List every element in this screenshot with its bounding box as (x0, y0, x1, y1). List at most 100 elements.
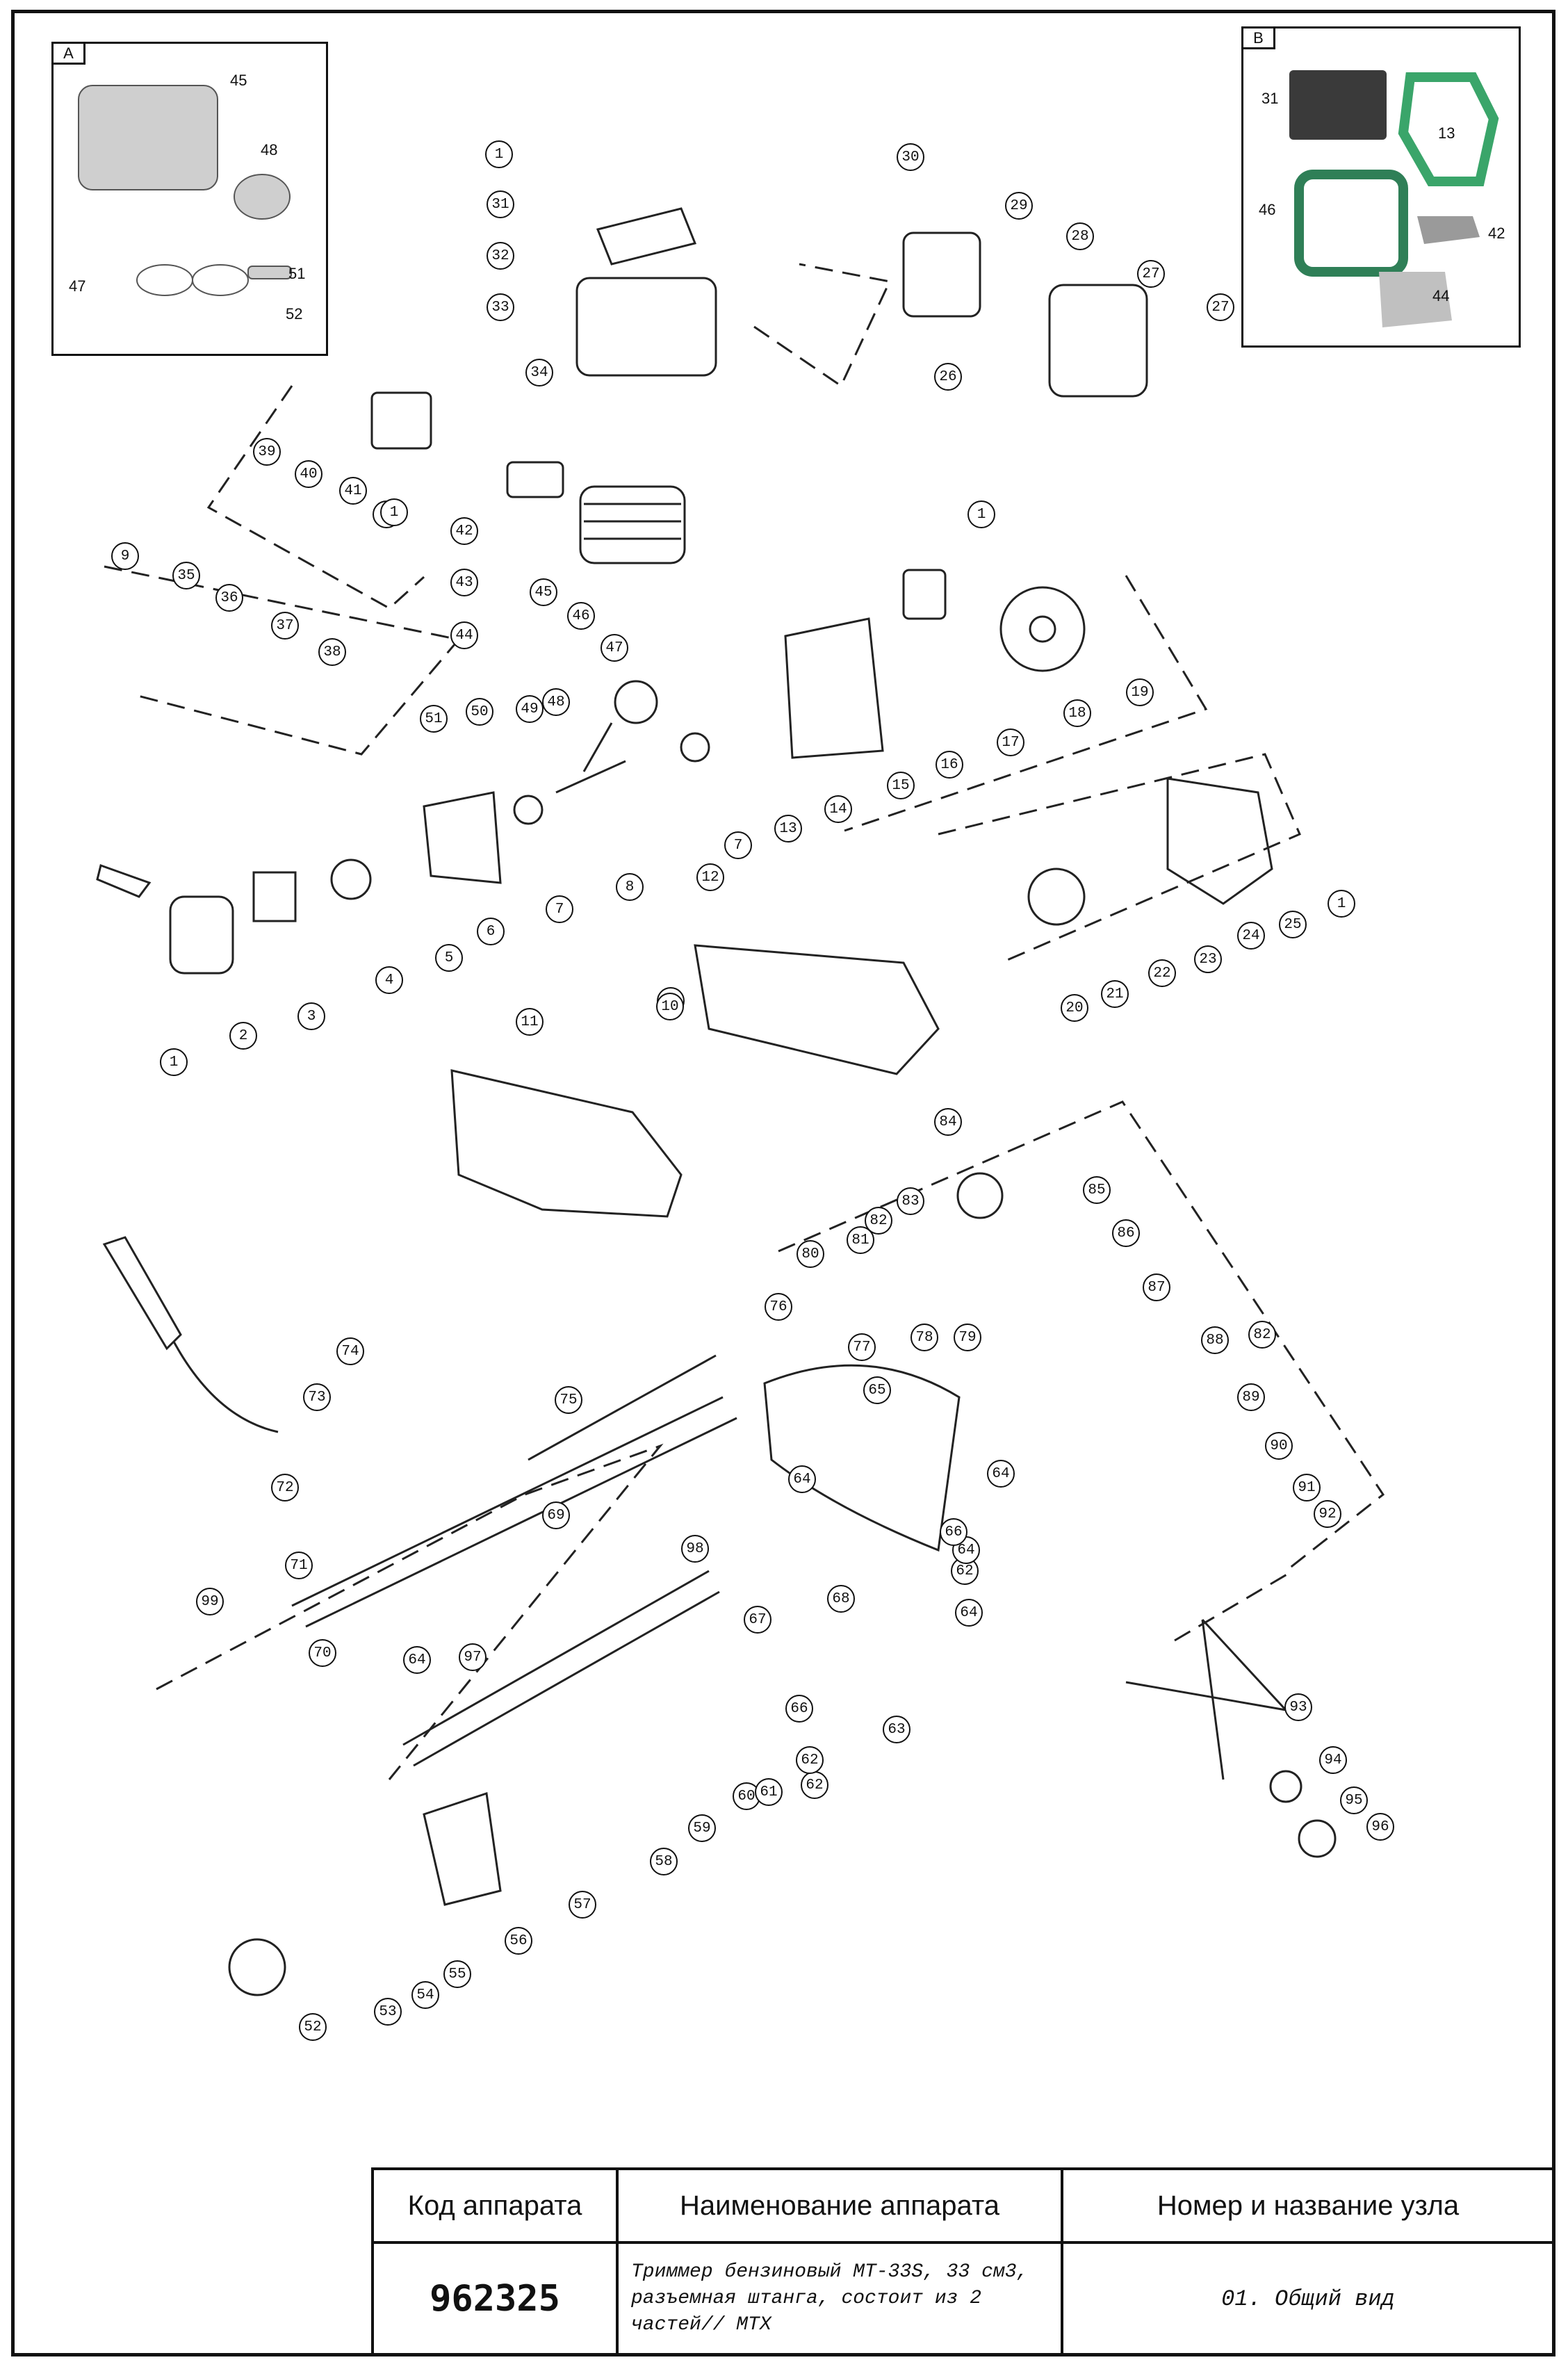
part-callout-7: 7 (724, 831, 752, 859)
part-callout-39: 39 (253, 438, 281, 466)
part-callout-90: 90 (1265, 1432, 1293, 1460)
part-callout-1: 1 (380, 498, 408, 526)
part-callout-23: 23 (1194, 945, 1222, 973)
part-callout-1: 1 (485, 140, 513, 168)
cutting-blade (1125, 1618, 1289, 1780)
part-callout-71: 71 (285, 1552, 313, 1579)
gearbox-head (956, 1172, 1004, 1219)
device-code-header: Код аппарата (374, 2170, 619, 2244)
inset-b-label-31: 31 (1261, 90, 1279, 107)
part-callout-82: 82 (865, 1207, 892, 1235)
carburetor-group-outline (206, 385, 425, 610)
title-block: Код аппарата Наименование аппарата Номер… (371, 2167, 1555, 2356)
part-callout-92: 92 (1314, 1500, 1341, 1528)
part-callout-5: 5 (435, 944, 463, 972)
part-callout-94: 94 (1319, 1746, 1347, 1774)
inset-a-tag: A (54, 44, 85, 65)
part-callout-88: 88 (1201, 1326, 1229, 1354)
part-callout-14: 14 (824, 795, 852, 823)
part-callout-41: 41 (339, 477, 367, 505)
muffler-body (1048, 284, 1148, 398)
part-callout-11: 11 (516, 1008, 544, 1036)
part-callout-31: 31 (487, 190, 514, 218)
drive-shaft (528, 1354, 717, 1461)
part-callout-22: 22 (1148, 959, 1176, 987)
part-callout-12: 12 (696, 863, 724, 891)
piston (614, 680, 658, 724)
part-callout-27: 27 (1207, 293, 1234, 321)
part-callout-82: 82 (1248, 1321, 1276, 1349)
part-callout-8: 8 (616, 873, 644, 901)
part-callout-52: 52 (299, 2013, 327, 2041)
flywheel-group-outline (844, 575, 1208, 832)
part-callout-4: 4 (375, 966, 403, 994)
device-code: 962325 (374, 2244, 619, 2356)
cover-top-cap (596, 207, 697, 266)
part-callout-62: 62 (796, 1746, 824, 1774)
crankshaft (555, 722, 626, 794)
part-callout-59: 59 (688, 1814, 716, 1842)
part-callout-28: 28 (1066, 222, 1094, 250)
part-callout-58: 58 (650, 1848, 678, 1875)
muffler-group-outline (753, 263, 892, 388)
part-callout-62: 62 (801, 1771, 828, 1799)
bearing-right (680, 732, 710, 763)
part-callout-80: 80 (797, 1240, 824, 1268)
part-callout-46: 46 (567, 602, 595, 630)
part-callout-67: 67 (744, 1606, 771, 1634)
part-callout-32: 32 (487, 242, 514, 270)
part-callout-10: 10 (656, 993, 684, 1020)
part-callout-76: 76 (765, 1293, 792, 1321)
part-callout-33: 33 (487, 293, 514, 321)
part-callout-48: 48 (542, 688, 570, 716)
inset-b-drawing (1289, 70, 1499, 327)
part-callout-79: 79 (954, 1324, 981, 1351)
insulator-gasket-44 (1379, 272, 1452, 327)
grass-guard (763, 1364, 961, 1552)
intake-gasket-42 (1417, 216, 1480, 244)
inset-b-label-44: 44 (1432, 287, 1450, 304)
part-callout-26: 26 (934, 363, 962, 391)
intake-manifold (506, 461, 564, 498)
blade-group-outline (1174, 1570, 1293, 1642)
cylinder-photo (78, 85, 218, 190)
part-callout-97: 97 (459, 1643, 487, 1671)
crankcase-gasket-13 (1398, 72, 1499, 186)
part-callout-73: 73 (303, 1383, 331, 1411)
part-callout-84: 84 (934, 1108, 962, 1136)
device-name-header: Наименование аппарата (619, 2170, 1063, 2244)
part-callout-74: 74 (336, 1337, 364, 1365)
inset-b-label-42: 42 (1488, 225, 1505, 242)
carburetor-body (370, 391, 432, 450)
part-callout-95: 95 (1340, 1786, 1368, 1814)
part-callout-66: 66 (940, 1518, 967, 1546)
inset-a-label-51: 51 (288, 265, 306, 282)
part-callout-19: 19 (1126, 678, 1154, 706)
clutch-drum-housing (423, 1792, 502, 1906)
inset-a-label-47: 47 (69, 277, 86, 295)
part-callout-15: 15 (887, 772, 915, 799)
part-callout-34: 34 (525, 359, 553, 386)
part-callout-57: 57 (569, 1891, 596, 1919)
part-callout-64: 64 (955, 1599, 983, 1627)
upper-shaft-tube (291, 1396, 737, 1628)
part-callout-98: 98 (681, 1535, 709, 1563)
part-callout-89: 89 (1237, 1383, 1265, 1411)
part-callout-7: 7 (546, 895, 573, 923)
part-callout-18: 18 (1063, 699, 1091, 727)
part-callout-35: 35 (172, 562, 200, 589)
part-callout-21: 21 (1101, 980, 1129, 1008)
blade-nut-cup (1298, 1819, 1337, 1858)
part-callout-38: 38 (318, 638, 346, 666)
starter-handle (96, 864, 152, 898)
cylinder-gasket-46 (1294, 170, 1408, 277)
part-callout-70: 70 (309, 1639, 336, 1667)
part-callout-64: 64 (987, 1460, 1015, 1488)
part-callout-51: 51 (420, 705, 448, 733)
starter-side-group-outline (104, 565, 461, 756)
inset-a-label-52: 52 (286, 305, 303, 323)
part-callout-25: 25 (1279, 911, 1307, 938)
crankcase-right (784, 617, 884, 759)
flywheel (999, 586, 1086, 672)
